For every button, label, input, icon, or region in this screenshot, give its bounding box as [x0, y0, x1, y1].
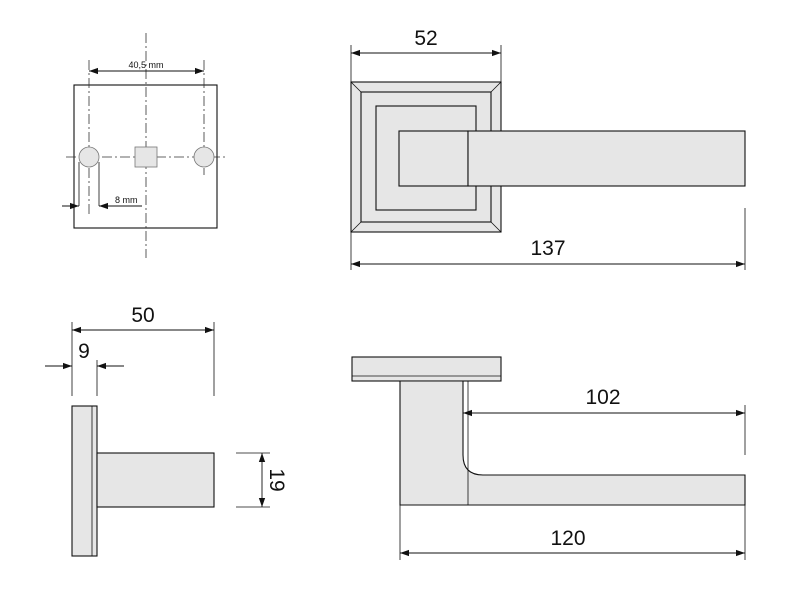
lever-handle: [467, 130, 746, 187]
rose-bevel-br: [490, 221, 502, 233]
rose-width-label: 52: [414, 27, 437, 50]
lever-neck: [398, 130, 469, 187]
lever-side-view: 50 9 19: [45, 304, 288, 557]
lever-reach-label: 102: [585, 386, 620, 409]
lever-front-view: 102 120: [351, 356, 746, 560]
hole-spacing-label: 40,5 mm: [128, 60, 163, 70]
rose-bevel-tr: [490, 81, 502, 93]
lever-section-label: 19: [265, 468, 288, 491]
offset-label: 8 mm: [115, 195, 138, 205]
right-screw-hole: [193, 146, 215, 168]
side-rose: [71, 405, 98, 557]
depth-label: 50: [131, 304, 154, 327]
left-screw-hole: [78, 146, 100, 168]
lever-length-label: 120: [550, 527, 585, 550]
rose-bevel-bl: [350, 221, 362, 233]
spindle-square-hole: [134, 146, 158, 168]
mounting-plate-view: 40,5 mm 8 mm: [62, 33, 226, 258]
lever-top-view: 52 137: [350, 27, 746, 270]
rose-bevel-tl: [350, 81, 362, 93]
total-length-label: 137: [530, 237, 565, 260]
front-rose: [351, 356, 502, 382]
front-lever-body: [399, 380, 746, 506]
side-lever-section: [96, 452, 215, 508]
rose-thickness-label: 9: [78, 340, 90, 363]
